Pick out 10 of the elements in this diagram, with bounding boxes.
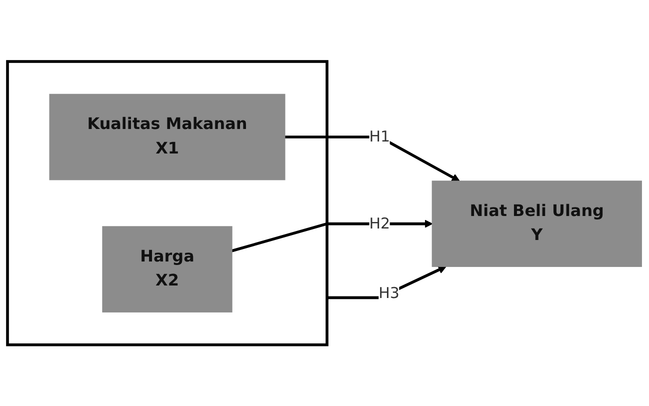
edge-label: H3 [378, 284, 400, 302]
edge-label: H1 [369, 127, 390, 146]
arrow [284, 135, 460, 182]
node-box: Harga X2 [102, 226, 232, 312]
arrow [327, 266, 446, 299]
arrow [231, 220, 433, 252]
node-box: Kualitas Makanan X1 [49, 94, 286, 180]
edge-label: H2 [369, 214, 390, 232]
node-box: Niat Beli Ulang Y [432, 180, 642, 267]
cluster [6, 60, 328, 346]
